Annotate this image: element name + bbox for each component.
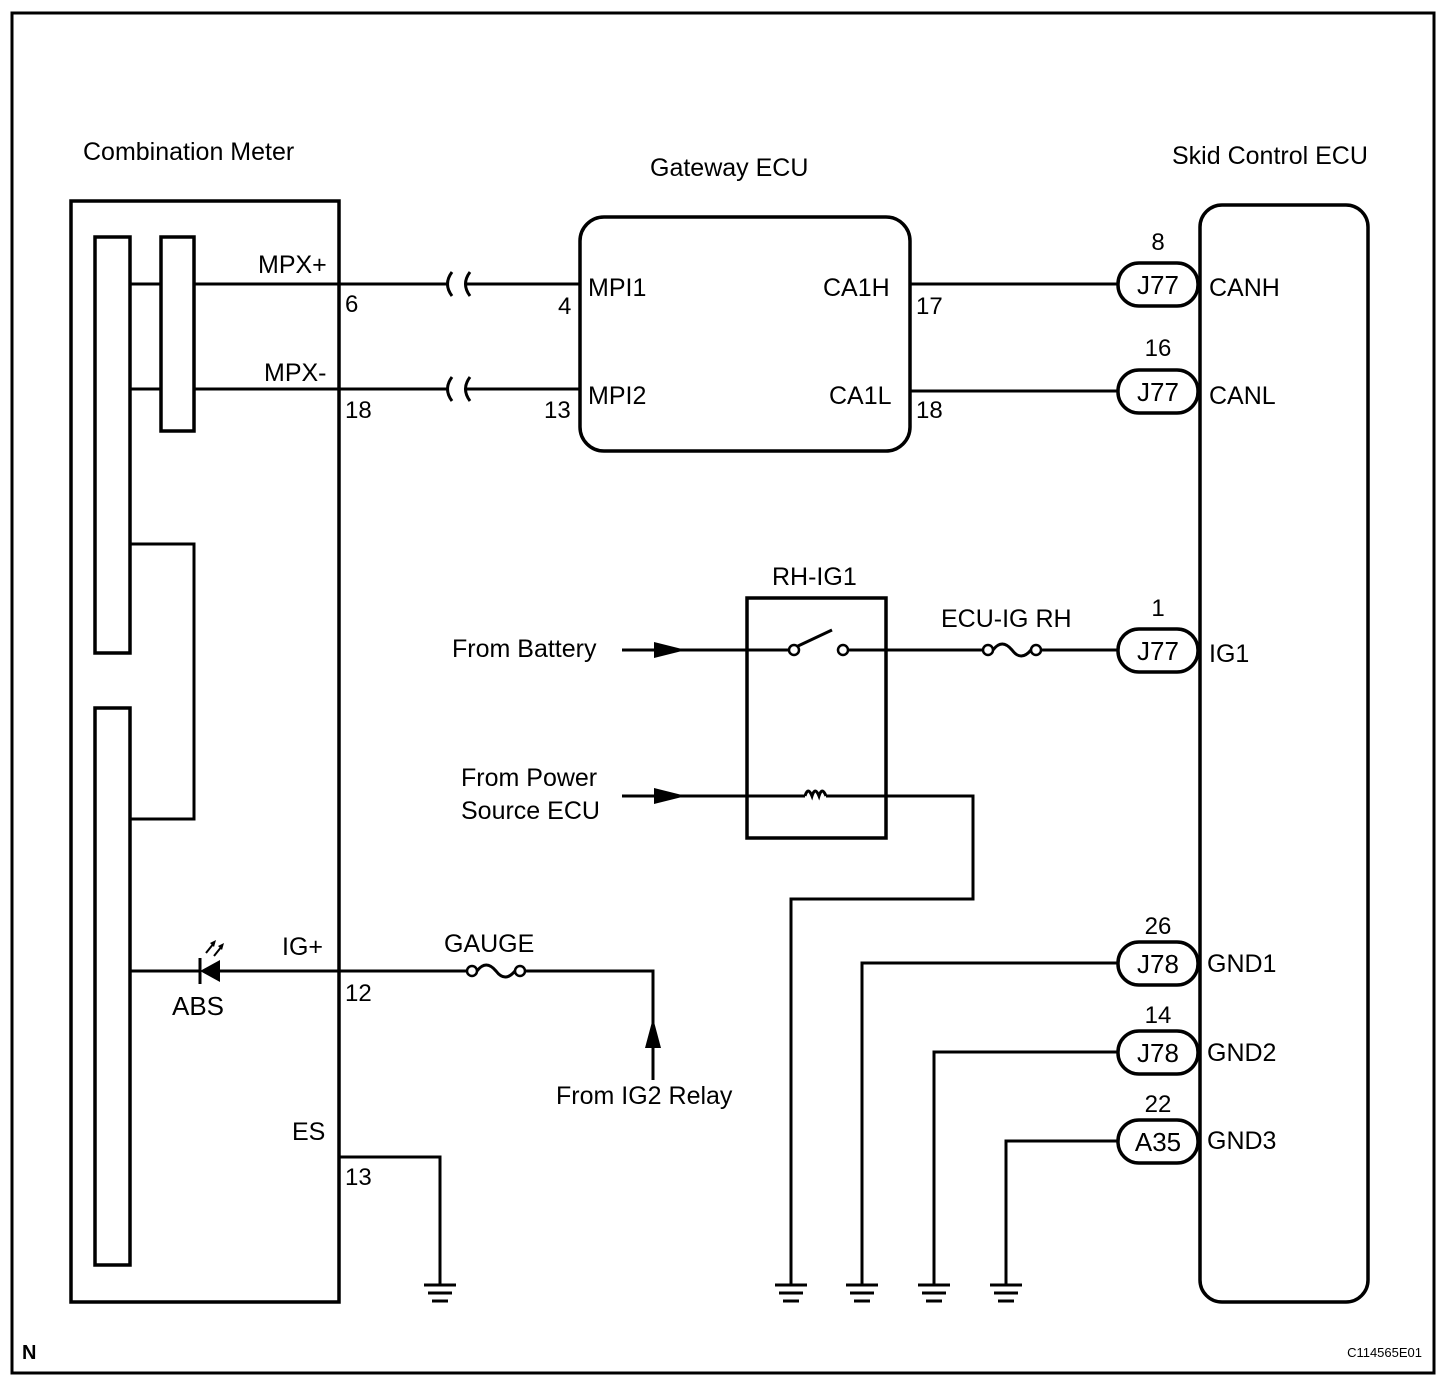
meter-inner-block-small [159,235,196,433]
pin-mpx-plus: MPX+ [258,251,327,279]
connector-label: J77 [1137,270,1179,300]
connector-gnd3: A35 22 GND3 [1116,1091,1276,1165]
pin-canh: CANH [1209,274,1280,302]
connector-ig1: J77 1 IG1 [1116,595,1249,674]
pin-number: 18 [345,397,372,424]
ecu-ig-rh-fuse-label: ECU-IG RH [941,605,1072,633]
mpx-bus-wires [194,271,580,402]
from-power-source-label-1: From Power [461,764,597,792]
skid-control-ecu [1198,203,1370,1304]
pin-number: 1 [1151,595,1164,622]
pin-ca1h: CA1H [823,274,890,302]
pin-canl: CANL [1209,382,1276,410]
connector-label: J78 [1137,1038,1179,1068]
pin-number: 26 [1145,913,1172,940]
pin-mpi2: MPI2 [588,382,646,410]
pin-gnd1: GND1 [1207,950,1276,978]
ecu-ig-rh-fuse-icon [848,642,1118,658]
abs-led-icon [198,940,224,984]
connector-label: A35 [1135,1127,1181,1157]
abs-label: ABS [172,991,224,1021]
pin-number: 6 [345,291,358,318]
pin-number: 13 [544,397,571,424]
ground-icon [846,1283,878,1303]
connector-gnd1: J78 26 GND1 [1116,913,1276,987]
skid-control-ecu-body [1198,203,1370,1304]
pin-gnd2: GND2 [1207,1039,1276,1067]
corner-mark-left: N [22,1342,36,1364]
connector-label: J78 [1137,949,1179,979]
arrow-icon [645,1018,661,1048]
from-battery-label: From Battery [452,635,597,663]
pin-ca1l: CA1L [829,382,892,410]
gnd3-wire [1004,1139,1118,1284]
ground-icon [424,1283,456,1303]
arrow-icon [654,642,686,658]
rh-ig1-relay: RH-IG1 [686,563,888,840]
combination-meter: ABS MPX+ 6 MPX- 18 IG+ 12 ES 13 [69,199,372,1304]
meter-wire [130,542,196,821]
pin-number: 8 [1151,229,1164,256]
coil-ground-wire [789,794,975,1284]
relay-switch-icon [686,628,850,657]
gnd2-wire [932,1050,1118,1284]
gauge-fuse-label: GAUGE [444,930,534,958]
relay-title: RH-IG1 [772,563,857,591]
gnd1-wire [860,961,1118,1284]
ground-icon [918,1283,950,1303]
ground-icon [775,1283,807,1303]
pin-number: 16 [1145,335,1172,362]
meter-inner-block-lower [93,706,132,1267]
arrow-icon [654,788,686,804]
pin-gnd3: GND3 [1207,1127,1276,1155]
connector-can-h: J77 8 CANH [1116,229,1280,308]
connector-label: J77 [1137,377,1179,407]
pin-number: 13 [345,1164,372,1191]
from-ig2-relay-label: From IG2 Relay [556,1082,733,1110]
gateway-ecu-body [578,215,912,453]
connector-label: J77 [1137,636,1179,666]
pin-number: 14 [1145,1002,1172,1029]
pin-es: ES [292,1118,325,1146]
ground-icon [990,1283,1022,1303]
relay-coil-icon [686,789,828,801]
pin-number: 12 [345,980,372,1007]
combination-meter-title: Combination Meter [83,138,294,166]
pin-number: 17 [916,293,943,320]
es-ground-wire [339,1155,442,1284]
gauge-fuse-icon [339,963,655,1080]
diagram-frame [10,11,1436,1375]
gateway-ecu: MPI1 4 MPI2 13 CA1H 17 CA1L 18 [544,215,943,453]
pin-number: 4 [558,293,571,320]
relay-body [745,596,888,840]
figure-code: C114565E01 [1347,1345,1422,1360]
skid-control-ecu-title: Skid Control ECU [1172,142,1368,170]
from-power-source-label-2: Source ECU [461,797,600,825]
gateway-ecu-title: Gateway ECU [650,154,808,182]
pin-number: 18 [916,397,943,424]
connector-can-l: J77 16 CANL [1116,335,1276,415]
pin-ig-plus: IG+ [282,933,323,961]
pin-mpi1: MPI1 [588,274,646,302]
pin-mpx-minus: MPX- [264,359,327,387]
meter-inner-block-upper [93,235,132,655]
pin-ig1: IG1 [1209,640,1249,668]
pin-number: 22 [1145,1091,1172,1118]
